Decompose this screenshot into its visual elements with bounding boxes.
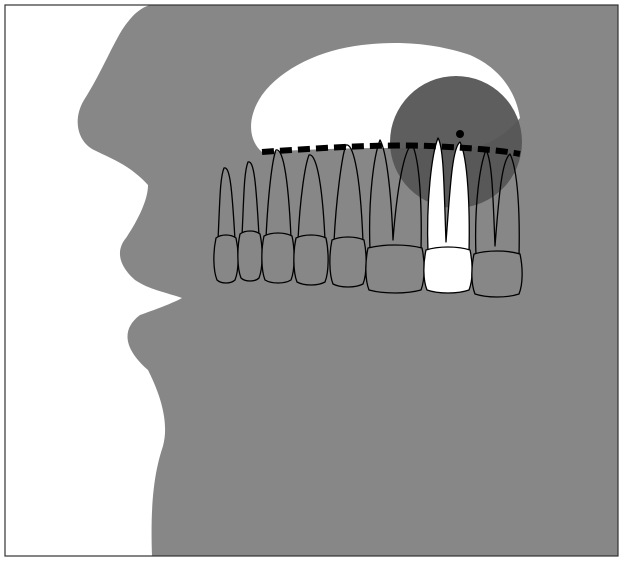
tooth-crown bbox=[214, 235, 238, 283]
tooth-crown bbox=[424, 247, 472, 293]
tooth-crown bbox=[238, 231, 262, 281]
tooth-crown bbox=[294, 235, 328, 285]
tooth-crown bbox=[262, 233, 294, 283]
apex-marker bbox=[456, 130, 464, 138]
tooth-crown bbox=[472, 251, 522, 297]
tooth-crown bbox=[366, 245, 424, 293]
tooth-crown bbox=[330, 237, 366, 287]
